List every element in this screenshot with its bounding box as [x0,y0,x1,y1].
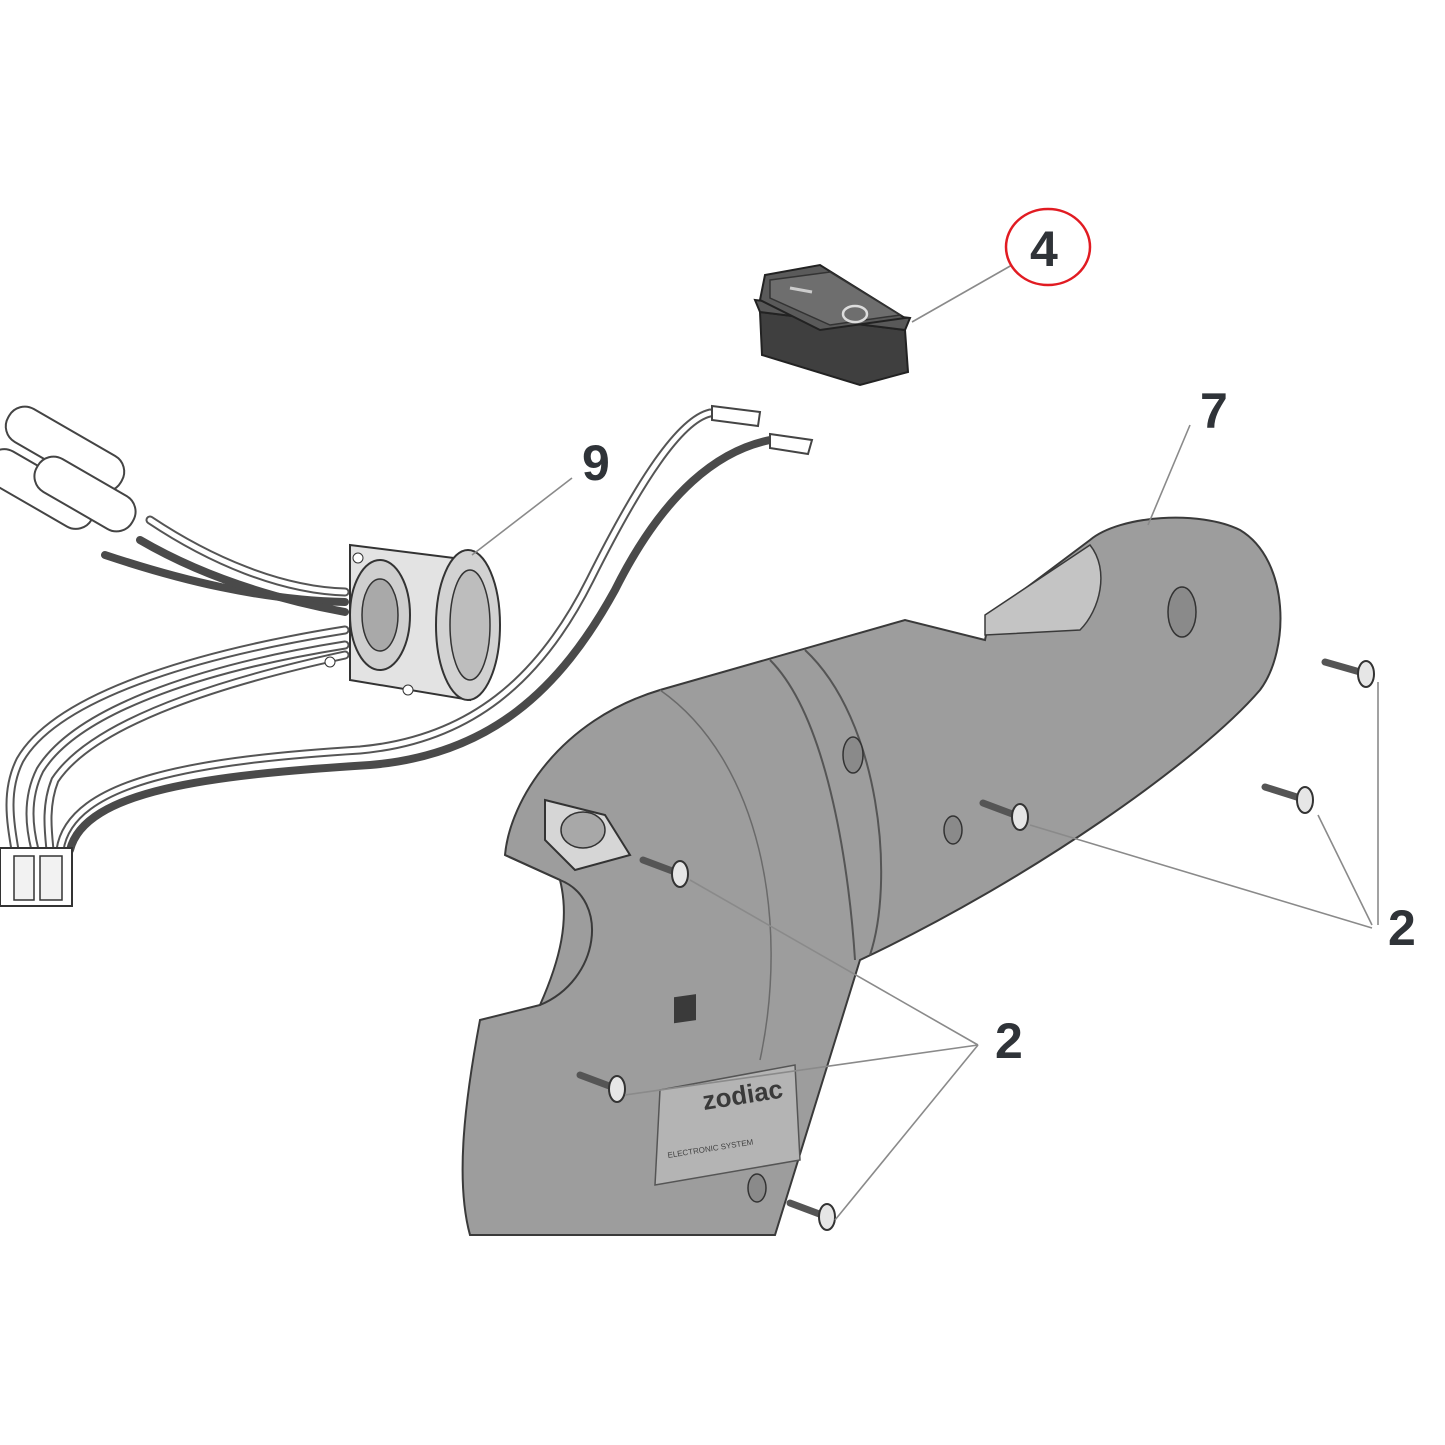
screw-icon [786,1199,836,1231]
screw-icon [576,1071,626,1103]
harness-connector [0,847,73,907]
wire-harness [0,404,814,907]
callout-screws-bottom: 2 [995,1013,1023,1069]
leader-lines [471,264,1379,1221]
cable-plugs [0,405,137,533]
screw-icon [1261,783,1314,814]
rocker-switch [753,263,912,387]
flange-connector [324,543,501,702]
screw-icon [979,799,1029,831]
callout-screws-right: 2 [1388,900,1416,956]
callout-switch: 4 [1030,221,1058,277]
screws [576,658,1375,1231]
motor-housing: zodiac ELECTRONIC SYSTEM [461,516,1282,1236]
screw-icon [639,856,689,888]
highlight-circle [1004,207,1092,287]
nameplate: zodiac ELECTRONIC SYSTEM [654,994,801,1186]
screw-icon [1321,658,1375,688]
callouts: 4 7 9 2 2 [582,207,1416,1069]
callout-housing: 7 [1200,383,1228,439]
callout-connector-harness: 9 [582,435,610,491]
